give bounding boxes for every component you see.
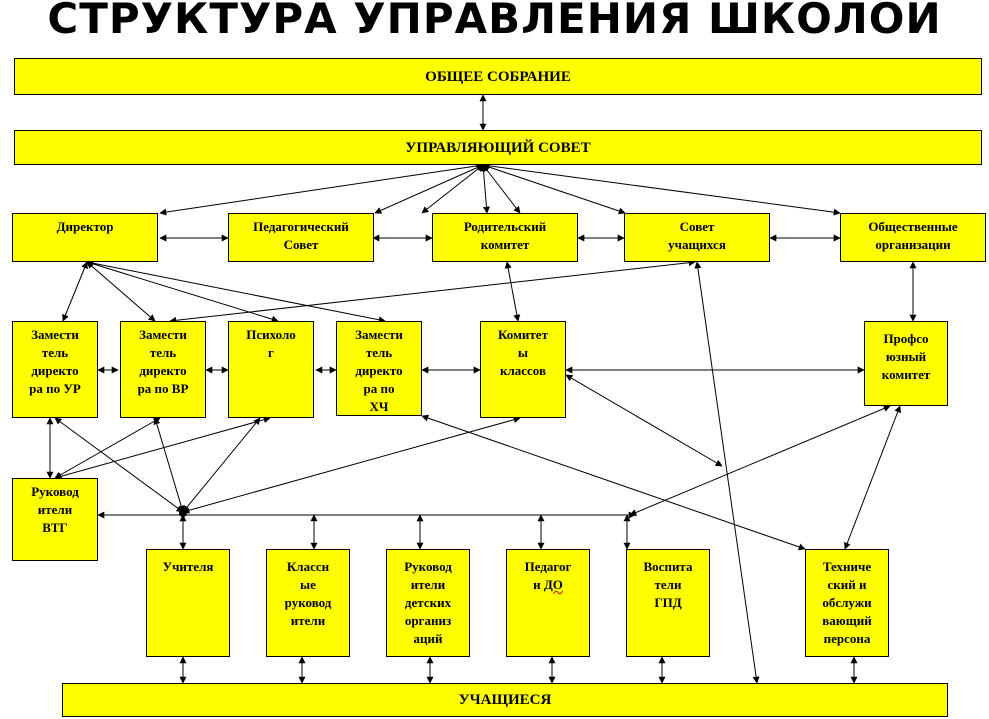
link-director-psych [86,260,279,323]
box-students: УЧАЩИЕСЯ [62,683,948,717]
link-board-parents2 [482,164,521,214]
link-hch-tech [421,414,806,551]
box-gpd-educators-label: Воспита тели ГПД [643,559,693,610]
link-hub-classcom [182,416,521,514]
link-director-deputyur [62,261,88,322]
link-board-director [159,162,484,216]
link-board-publicorgs [482,162,841,216]
link-vtg-vr [54,417,161,479]
link-classcom-mid [565,374,723,467]
box-general-meeting: ОБЩЕЕ СОБРАНИЕ [14,58,982,95]
link-students-deputyvr [169,259,696,324]
link-board-pedcouncil [374,164,484,214]
box-class-leaders-label: Классн ые руковод ители [284,559,332,628]
box-ped-council-label: Педагогический Совет [253,219,349,252]
box-deputy-vr: Замести тель директо ра по ВР [120,321,206,418]
box-governing-board-label: УПРАВЛЯЮЩИЙ СОВЕТ [405,139,591,156]
box-children-org-leaders: Руковод ители детских организ аций [386,549,470,657]
box-parent-committee-label: Родительский комитет [463,219,547,252]
box-teachers-label: Учителя [162,559,214,574]
box-gpd-educators: Воспита тели ГПД [626,549,710,657]
box-teacher-do-label: Педагог и ДО [507,558,589,594]
box-deputy-ur-label: Замести тель директо ра по УР [29,327,81,396]
box-teachers: Учителя [146,549,230,657]
box-deputy-vr-label: Замести тель директо ра по ВР [137,327,189,396]
box-psychologist: Психоло г [228,321,314,418]
hub-dot [179,509,187,517]
box-deputy-ur: Замести тель директо ра по УР [12,321,98,418]
box-class-leaders: Классн ые руковод ители [266,549,350,657]
box-trade-union: Профсо юзный комитет [864,321,948,406]
link-bus-union [629,405,891,516]
box-student-council: Совет учащихся [624,213,770,262]
box-children-org-leaders-label: Руковод ители детских организ аций [404,559,452,646]
box-psychologist-label: Психоло г [246,327,296,360]
box-trade-union-label: Профсо юзный комитет [881,331,931,382]
link-parents-classcom [504,261,521,322]
link-union-tech [843,405,902,550]
link-director-deputyhch [86,259,386,324]
box-director-label: Директор [56,219,114,234]
box-teacher-do: Педагог и ДО [506,549,590,657]
link-board-parents [480,164,490,214]
box-director: Директор [12,213,158,262]
link-board-pedcouncil2 [421,164,484,214]
link-board-students [482,163,626,215]
box-tech-staff: Техниче ский и обслужи вающий персона [805,549,889,657]
page-title: СТРУКТУРА УПРАВЛЕНИЯ ШКОЛОЙ [47,0,942,43]
box-public-orgs: Общественные организации [840,213,986,262]
box-public-orgs-label: Общественные организации [868,219,958,252]
box-class-committees: Комитет ы классов [480,321,566,418]
link-hub-vr [153,417,185,513]
box-deputy-hch-label: Замести тель директо ра по ХЧ [355,327,403,414]
box-governing-board: УПРАВЛЯЮЩИЙ СОВЕТ [14,130,982,165]
box-ped-council: Педагогический Совет [228,213,374,262]
box-deputy-hch: Замести тель директо ра по ХЧ [336,321,422,416]
box-general-meeting-label: ОБЩЕЕ СОБРАНИЕ [425,68,571,85]
teacher-do-prefix: Педагог и [524,559,572,592]
link-hub-psych [182,417,261,513]
box-vtg-leaders: Руковод ители ВТГ [12,478,98,561]
box-students-label: УЧАЩИЕСЯ [458,692,552,708]
link-director-deputyvr [86,261,156,322]
box-student-council-label: Совет учащихся [668,219,726,252]
box-vtg-leaders-label: Руковод ители ВТГ [31,484,79,535]
link-vtg-psych [54,416,271,480]
box-parent-committee: Родительский комитет [432,213,578,262]
teacher-do-suffix: ДО [543,577,563,592]
box-tech-staff-label: Техниче ский и обслужи вающий персона [822,559,872,646]
box-class-committees-label: Комитет ы классов [498,327,548,378]
